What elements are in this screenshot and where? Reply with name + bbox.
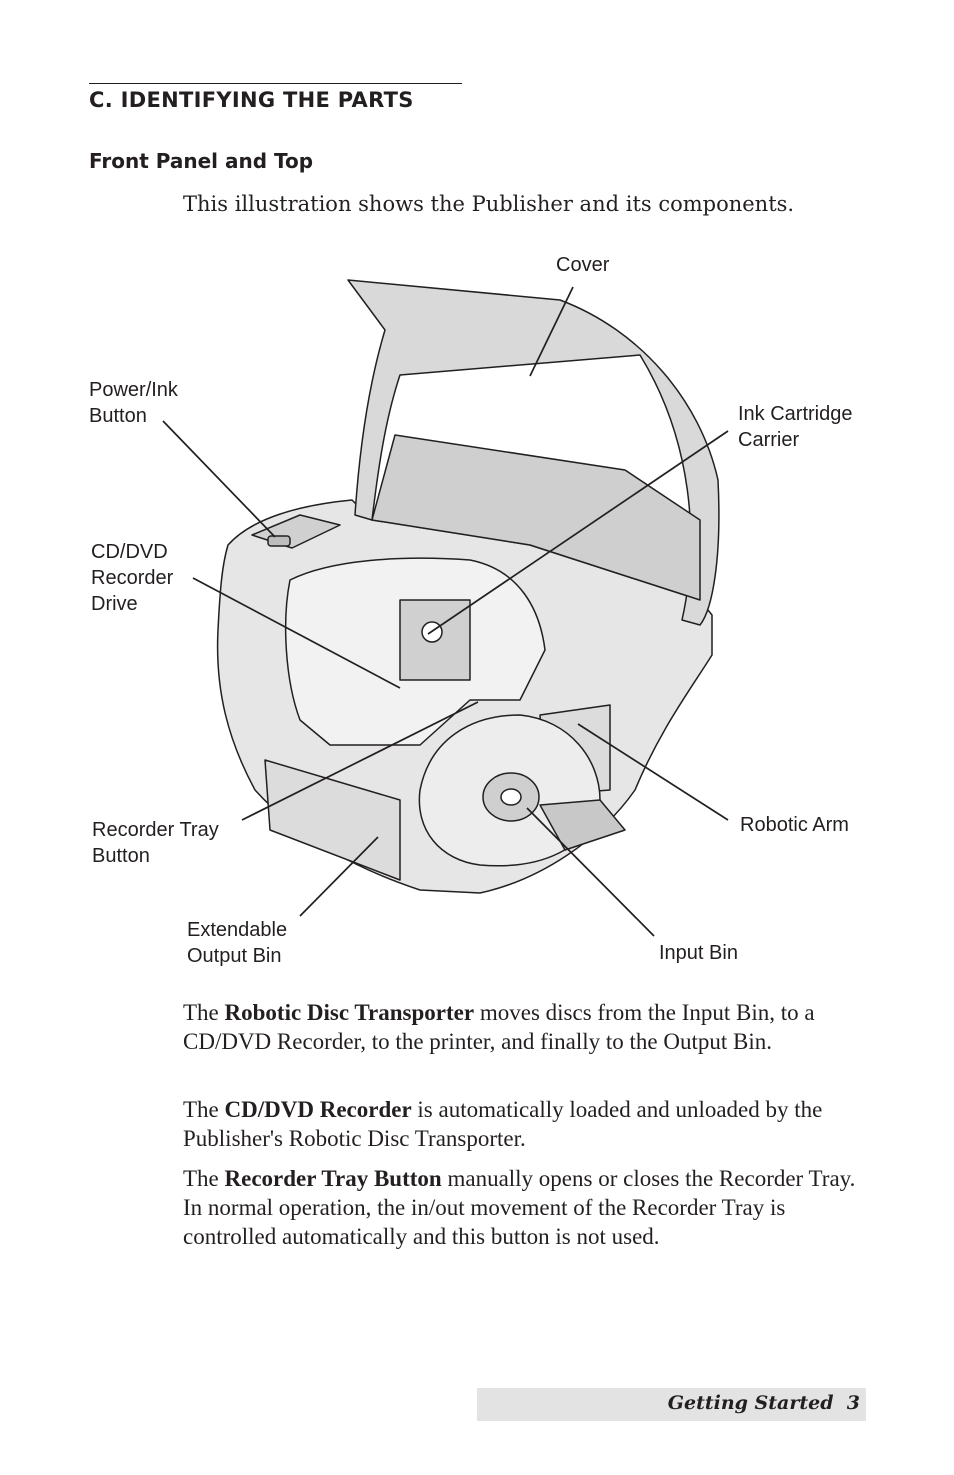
- label-recorder-drive: CD/DVD Recorder Drive: [91, 539, 173, 617]
- label-recorder-drive-line3: Drive: [91, 593, 138, 615]
- label-power-ink-line2: Button: [89, 405, 147, 427]
- footer-text: Getting Started 3: [668, 1392, 860, 1414]
- heading-rule: [89, 83, 462, 84]
- leader-output-bin: [299, 836, 379, 917]
- leader-robotic-arm: [577, 723, 729, 821]
- p1-post: moves discs from the Input Bin, to a CD/…: [183, 1000, 815, 1054]
- section-subheading: Front Panel and Top: [89, 149, 314, 173]
- leader-recorder-drive: [192, 577, 401, 689]
- label-recorder-tray-button: Recorder Tray Button: [92, 817, 219, 869]
- paragraph-cd-dvd-recorder: The CD/DVD Recorder is automatically loa…: [183, 1095, 873, 1153]
- p2-post: is automatically loaded and unloaded by …: [183, 1097, 823, 1151]
- footer-section: Getting Started: [667, 1392, 834, 1414]
- paragraph-recorder-tray-button: The Recorder Tray Button manually opens …: [183, 1164, 873, 1251]
- label-recorder-drive-line2: Recorder: [91, 567, 174, 589]
- label-recorder-tray-line1: Recorder Tray: [92, 819, 219, 841]
- label-power-ink: Power/Ink Button: [89, 377, 178, 429]
- p3-pre: The: [183, 1166, 225, 1191]
- leader-power-ink: [162, 420, 276, 538]
- label-output-bin: Extendable Output Bin: [187, 917, 287, 969]
- label-recorder-drive-line1: CD/DVD: [91, 541, 168, 563]
- section-heading: C. IDENTIFYING THE PARTS: [89, 88, 414, 112]
- paragraph-robotic-disc-transporter: The Robotic Disc Transporter moves discs…: [183, 998, 873, 1056]
- leader-recorder-tray: [241, 701, 479, 821]
- label-cover: Cover: [556, 254, 610, 276]
- label-input-bin: Input Bin: [659, 942, 738, 964]
- intro-text: This illustration shows the Publisher an…: [183, 192, 795, 216]
- label-power-ink-line1: Power/Ink: [89, 379, 178, 401]
- p3-term: Recorder Tray Button: [224, 1166, 442, 1191]
- label-ink-cartridge-line2: Carrier: [738, 429, 800, 451]
- p2-term: CD/DVD Recorder: [224, 1097, 412, 1122]
- page-footer: Getting Started 3: [477, 1388, 866, 1421]
- publisher-illustration: Cover Power/Ink Button Ink Cartridge Car…: [0, 230, 954, 990]
- leader-ink-carrier: [427, 430, 729, 635]
- power-ink-button-shape: [267, 535, 291, 547]
- publisher-drawing: [162, 279, 729, 937]
- leader-input-bin: [526, 807, 655, 937]
- label-output-bin-line1: Extendable: [187, 919, 288, 941]
- printer-cover: [347, 279, 720, 626]
- p3-post: manually opens or closes the Recorder Tr…: [183, 1166, 856, 1249]
- label-output-bin-line2: Output Bin: [187, 945, 282, 967]
- label-recorder-tray-line2: Button: [92, 845, 150, 867]
- page-number: 3: [846, 1392, 860, 1414]
- label-ink-cartridge-line1: Ink Cartridge: [738, 403, 853, 425]
- p1-term: Robotic Disc Transporter: [224, 1000, 475, 1025]
- leader-cover: [529, 286, 574, 377]
- label-robotic-arm: Robotic Arm: [740, 814, 849, 836]
- p1-pre: The: [183, 1000, 225, 1025]
- p2-pre: The: [183, 1097, 225, 1122]
- label-ink-cartridge-carrier: Ink Cartridge Carrier: [738, 401, 853, 453]
